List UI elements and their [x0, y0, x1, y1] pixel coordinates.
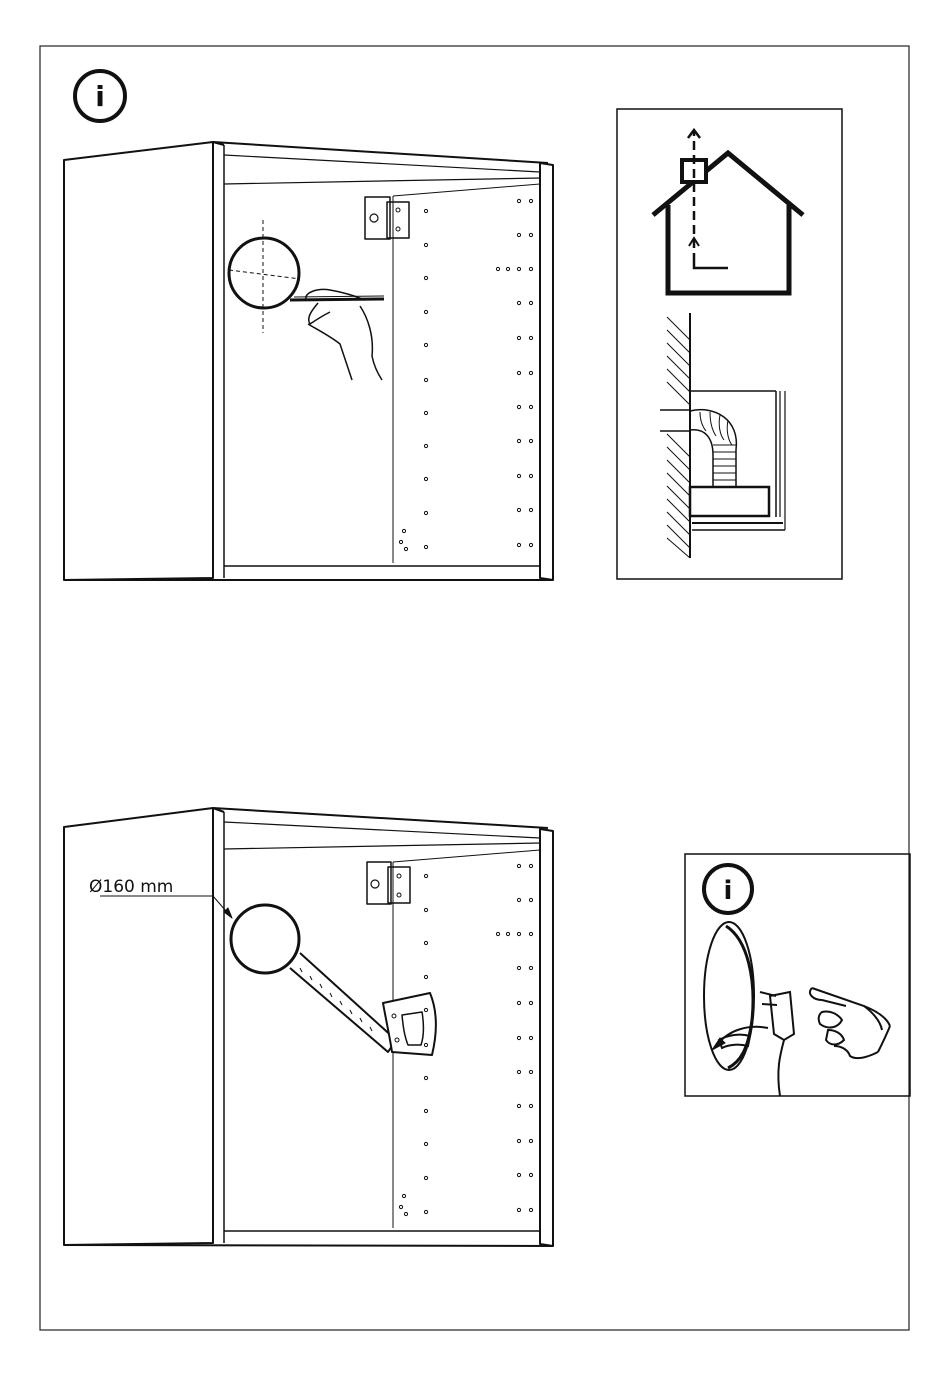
house-vent-icon: [653, 130, 803, 293]
venting-info-box: [617, 109, 842, 579]
power-info-box: i: [685, 854, 910, 1096]
shelf-holes-top: [399, 199, 532, 550]
duct-through-wall: [660, 313, 785, 558]
info-icon: i: [75, 71, 125, 121]
cabinet-illustration-top: [64, 142, 553, 580]
info-icon: i: [704, 865, 752, 913]
info-icon-glyph: i: [724, 876, 733, 906]
pointing-hand-icon: [810, 988, 890, 1058]
cabinet-illustration-bottom: [64, 808, 553, 1246]
hole-diameter-label: Ø160 mm: [89, 877, 173, 897]
page-border: [40, 46, 909, 1330]
info-icon-glyph: i: [95, 80, 105, 113]
wall-socket-icon: [704, 922, 794, 1096]
